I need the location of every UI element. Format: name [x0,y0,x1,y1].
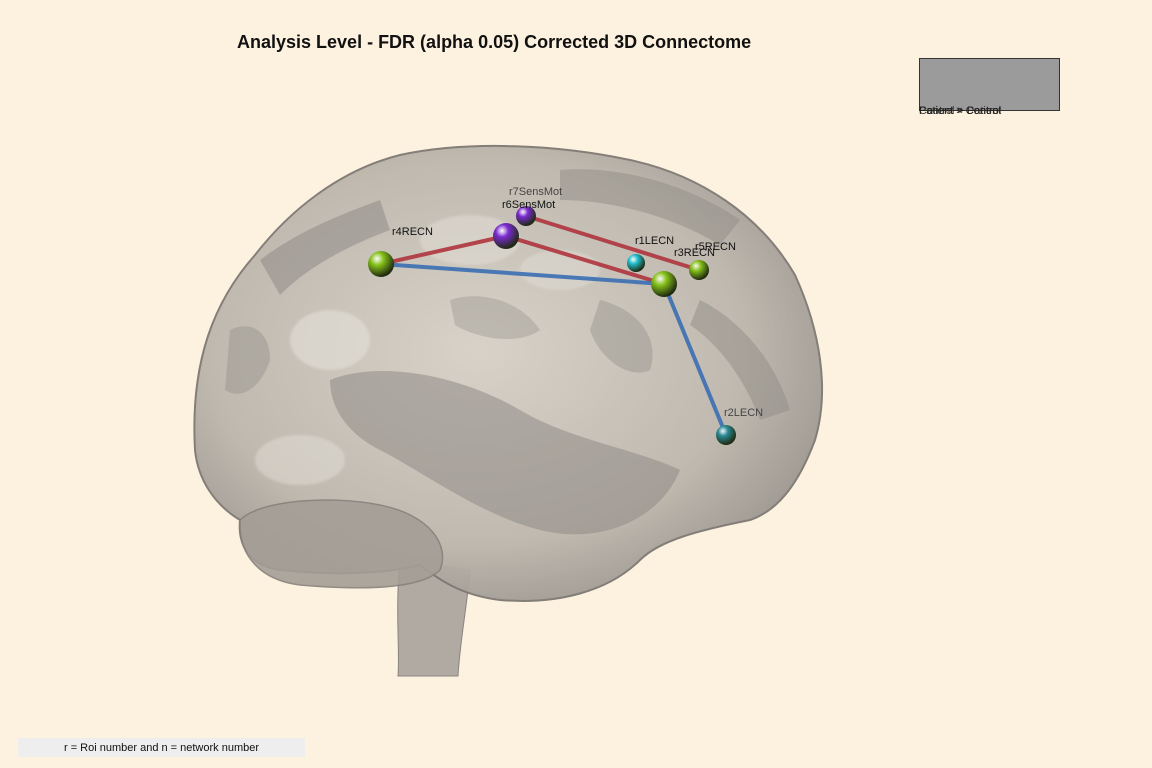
node-label-r5: r5RECN [695,241,736,253]
nodes-layer [368,206,736,445]
figure-title: Analysis Level - FDR (alpha 0.05) Correc… [237,32,752,52]
legend-entry: Control > Patient [919,105,1002,117]
gyrus-patch [690,300,790,420]
node-label-r1: r1LECN [635,235,674,247]
node-label-r3: r3RECN [674,247,715,259]
edge-r6-r3 [504,234,666,286]
node-r6 [493,223,519,249]
edge-r3-r2 [662,282,728,437]
edge-r4-r6 [379,234,508,266]
node-label-r7: r7SensMot [509,186,562,198]
node-label-r2: r2LECN [724,407,763,419]
gyrus-patch [225,326,270,394]
node-r5 [689,260,709,280]
edges-layer [379,214,728,437]
node-r1 [627,254,645,272]
gyrus-patch [590,300,653,373]
legend-entry: Patient < Control [919,105,1002,117]
edge-r4-r3 [379,262,666,286]
surface-highlight [255,435,345,485]
node-r2 [716,425,736,445]
edge-r7-r5 [524,214,701,272]
node-r7 [516,206,536,226]
gyrus-patch [450,296,540,340]
surface-highlight [290,310,370,370]
surface-highlight [420,215,520,265]
labels-layer: r1LECN r2LECN r3RECN r4RECN r5RECN r6SensMotr… [392,186,763,419]
node-label-r6: r6SensMot [502,199,555,211]
node-r3 [651,271,677,297]
node-label-r4: r4RECN [392,226,433,238]
legend-box [919,58,1060,111]
footnote: r = Roi number and n = network number [18,738,305,757]
gyrus-patch [260,200,390,295]
temporal-lobe [330,371,680,535]
surface-highlight [520,250,600,290]
legend-entry: Patient > Control [919,105,1002,117]
cerebellum [239,499,444,589]
gyrus-patch [560,169,740,245]
node-r4 [368,251,394,277]
